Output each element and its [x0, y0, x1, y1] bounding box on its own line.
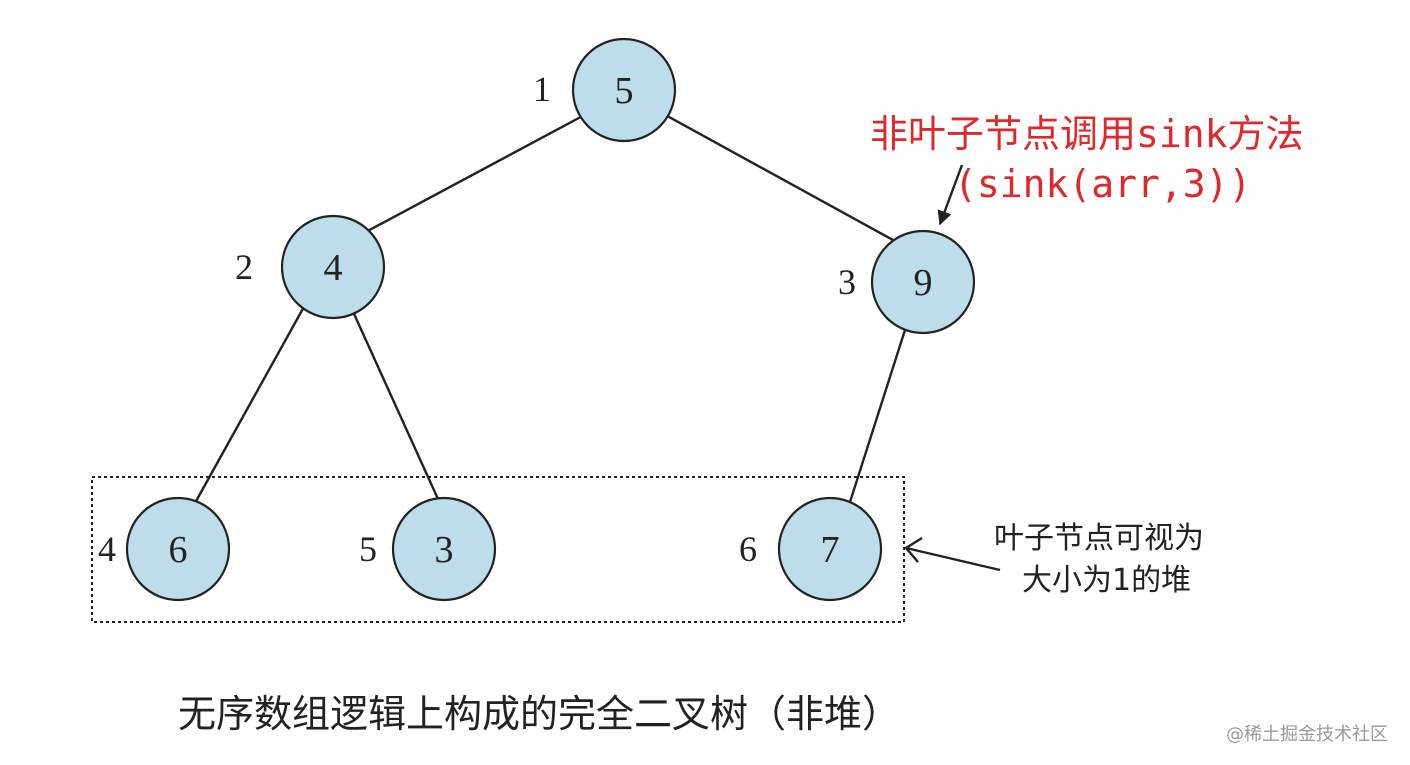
- sink-arrow: [937, 164, 964, 226]
- node-value: 3: [435, 529, 454, 571]
- edge-3-6: [848, 329, 907, 503]
- tree-node-2: 4 2: [235, 214, 386, 320]
- tree-node-1: 5 1: [533, 37, 677, 143]
- node-value: 5: [615, 70, 634, 112]
- node-index: 3: [838, 262, 856, 302]
- tree-node-4: 6 4: [98, 496, 231, 602]
- node-value: 4: [324, 247, 343, 289]
- tree-node-5: 3 5: [359, 496, 497, 602]
- edge-1-2: [361, 110, 591, 236]
- sink-annotation-line2: (sink(arr,3)): [954, 162, 1251, 206]
- watermark: @稀土掘金技术社区: [1226, 724, 1388, 745]
- edge-1-3: [659, 110, 894, 242]
- node-value: 7: [821, 529, 840, 571]
- node-circle: [125, 496, 231, 602]
- leaf-arrow: [904, 536, 1001, 572]
- edge-2-4: [193, 304, 307, 504]
- node-index: 1: [533, 69, 551, 109]
- node-index: 4: [98, 529, 116, 569]
- tree-node-3: 9 3: [838, 229, 976, 335]
- edge-2-5: [348, 304, 440, 500]
- node-index: 6: [739, 529, 757, 569]
- node-index: 5: [359, 529, 377, 569]
- node-circle: [280, 214, 386, 320]
- node-value: 9: [914, 262, 933, 304]
- diagram-caption: 无序数组逻辑上构成的完全二叉树（非堆）: [178, 692, 900, 736]
- node-index: 2: [235, 247, 253, 287]
- leaf-nodes-box: [91, 476, 905, 623]
- node-circle: [571, 37, 677, 143]
- node-circle: [391, 496, 497, 602]
- leaf-annotation-line1: 叶子节点可视为: [994, 521, 1204, 556]
- leaf-annotation-line2: 大小为1的堆: [1022, 563, 1191, 598]
- tree-node-6: 7 6: [739, 496, 883, 602]
- node-circle: [870, 229, 976, 335]
- node-circle: [777, 496, 883, 602]
- sink-annotation-line1: 非叶子节点调用sink方法: [870, 112, 1304, 156]
- node-value: 6: [169, 529, 188, 571]
